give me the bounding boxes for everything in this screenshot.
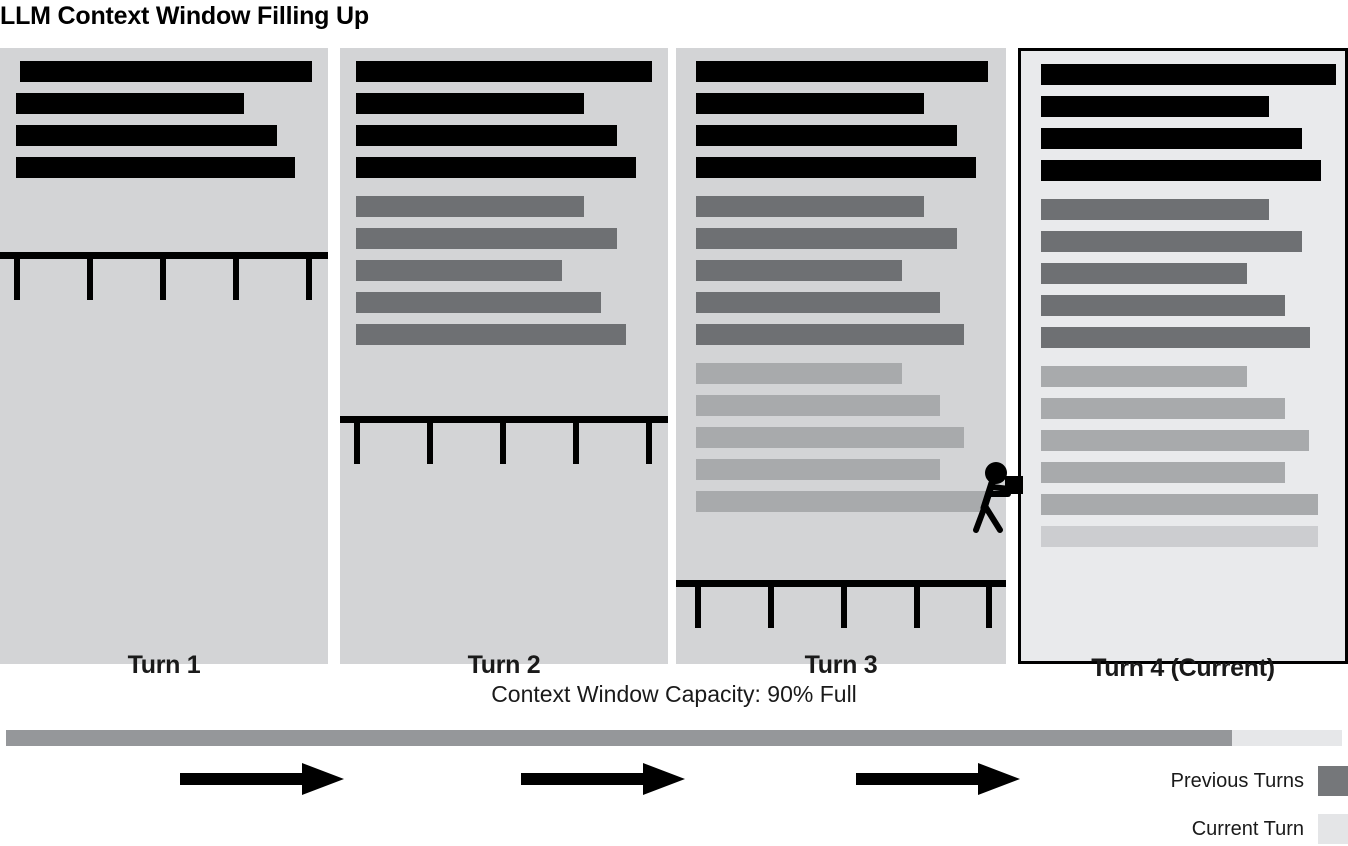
scaffold-leg	[695, 587, 701, 628]
scaffold-ledge	[676, 580, 1006, 628]
content-bar	[356, 324, 626, 345]
content-bar	[356, 260, 562, 281]
scaffold-leg	[500, 423, 506, 464]
content-bar	[1041, 295, 1285, 316]
scaffold-leg	[768, 587, 774, 628]
context-capacity-progress-fill	[6, 730, 1233, 746]
scaffold-leg	[306, 259, 312, 300]
content-bar	[356, 228, 617, 249]
scaffold-leg	[841, 587, 847, 628]
scaffold-ledge	[0, 252, 328, 300]
content-bar	[696, 93, 924, 114]
content-bar	[1041, 430, 1309, 451]
context-capacity-progress-track[interactable]	[6, 730, 1342, 746]
content-bar	[1041, 199, 1269, 220]
content-bar	[696, 125, 957, 146]
scaffold-leg	[646, 423, 652, 464]
content-bar	[696, 260, 902, 281]
flow-arrow-icon	[180, 762, 344, 796]
scaffold-leg	[14, 259, 20, 300]
turn-label: Turn 4 (Current)	[1091, 654, 1275, 682]
content-bar	[696, 363, 902, 384]
content-bar	[696, 157, 976, 178]
turn-label: Turn 3	[804, 651, 878, 679]
content-bar	[696, 395, 940, 416]
content-bar	[1041, 327, 1310, 348]
stick-figure-carrying-box-icon	[968, 458, 1024, 538]
capacity-caption: Context Window Capacity: 90% Full	[491, 681, 857, 707]
turn-column-1[interactable]: Turn 1	[0, 48, 328, 679]
scaffold-leg	[354, 423, 360, 464]
scaffold-leg	[914, 587, 920, 628]
content-bar	[1041, 462, 1285, 483]
turn-content-bars	[340, 48, 668, 664]
content-bar	[1041, 366, 1247, 387]
legend-item-current-turn: Current Turn	[1050, 814, 1348, 844]
page-title: LLM Context Window Filling Up	[0, 2, 369, 30]
content-bar	[1041, 64, 1336, 85]
turn-content-bars	[0, 48, 328, 664]
content-bar	[356, 93, 584, 114]
content-bar	[696, 459, 940, 480]
content-bar	[1041, 526, 1318, 547]
scaffold-beam	[676, 580, 1006, 587]
scaffold-ledge	[340, 416, 668, 464]
content-bar	[696, 61, 988, 82]
turn-content-bars	[676, 48, 1006, 664]
scaffold-leg	[233, 259, 239, 300]
legend-swatch	[1318, 814, 1348, 844]
turn-column-4[interactable]: Turn 4 (Current)	[1018, 48, 1348, 682]
legend-label: Current Turn	[1191, 817, 1304, 840]
content-bar	[356, 292, 601, 313]
scaffold-beam	[0, 252, 328, 259]
content-bar	[16, 157, 295, 178]
content-bar	[16, 125, 277, 146]
content-bar	[1041, 231, 1302, 252]
scaffold-leg	[427, 423, 433, 464]
content-bar	[696, 228, 957, 249]
scaffold-leg	[573, 423, 579, 464]
flow-arrow-icon	[856, 762, 1020, 796]
turn-content-bars	[1021, 51, 1345, 661]
content-bar	[1041, 263, 1247, 284]
content-bar	[356, 125, 617, 146]
scaffold-leg	[986, 587, 992, 628]
content-bar	[356, 196, 584, 217]
content-bar	[1041, 128, 1302, 149]
content-bar	[696, 427, 964, 448]
legend-label: Previous Turns	[1170, 769, 1304, 792]
content-bar	[356, 157, 636, 178]
content-bar	[1041, 494, 1318, 515]
content-bar	[696, 292, 940, 313]
scaffold-leg	[87, 259, 93, 300]
turn-label: Turn 2	[467, 651, 541, 679]
turn-column-2[interactable]: Turn 2	[340, 48, 668, 679]
content-bar	[696, 324, 964, 345]
content-bar	[20, 61, 312, 82]
turn-column-3[interactable]: Turn 3	[676, 48, 1006, 679]
content-bar	[1041, 398, 1285, 419]
content-bar	[1041, 160, 1321, 181]
content-bar	[1041, 96, 1269, 117]
content-bar	[696, 196, 924, 217]
scaffold-beam	[340, 416, 668, 423]
legend-item-previous-turns: Previous Turns	[1050, 766, 1348, 796]
content-bar	[356, 61, 652, 82]
scaffold-leg	[160, 259, 166, 300]
flow-arrow-icon	[521, 762, 685, 796]
content-bar	[16, 93, 244, 114]
turn-label: Turn 1	[127, 651, 201, 679]
legend-swatch	[1318, 766, 1348, 796]
content-bar	[696, 491, 987, 512]
